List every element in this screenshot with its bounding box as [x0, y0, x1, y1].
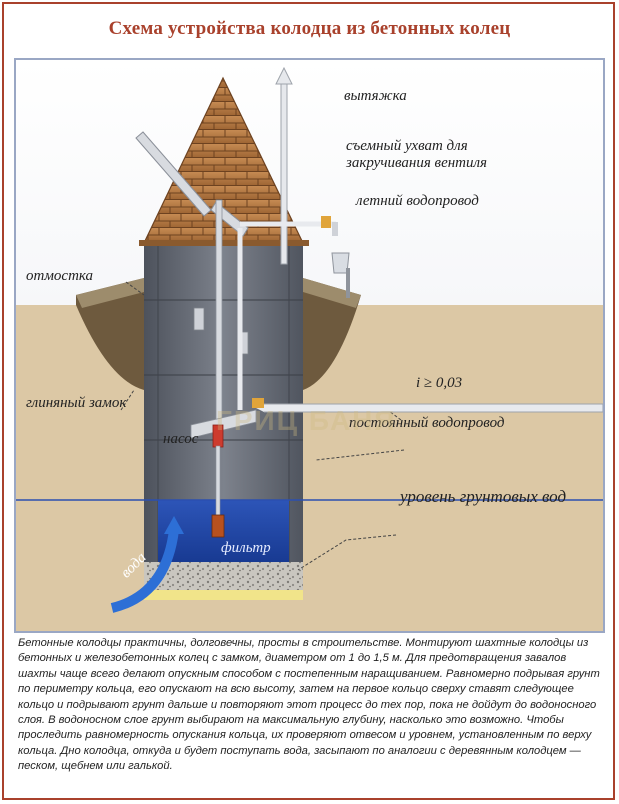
label-filter: фильтр — [221, 540, 271, 556]
blind-area-left — [76, 278, 144, 390]
label-permanent-pipe: постоянный водопровод — [349, 415, 505, 431]
sand-layer — [144, 590, 303, 600]
description-text: Бетонные колодцы практичны, долговечны, … — [18, 637, 600, 773]
label-summer-pipe: летний водопровод — [356, 193, 479, 209]
diagram-panel: вытяжка съемный ухват для закручивания в… — [14, 58, 605, 633]
label-groundwater: уровень грунтовых вод — [400, 487, 567, 506]
label-pump: насос — [163, 431, 199, 447]
label-slope: i ≥ 0,03 — [416, 375, 463, 391]
label-clay-lock: глиняный замок — [26, 395, 127, 411]
label-exhaust: вытяжка — [344, 88, 407, 104]
page-title: Схема устройства колодца из бетонных кол… — [108, 18, 511, 39]
label-grip: съемный ухват для закручивания вентиля — [346, 138, 488, 171]
label-blind-area: отмостка — [26, 268, 94, 284]
exhaust-pipe — [280, 83, 288, 265]
well-diagram — [16, 60, 603, 631]
filter — [211, 514, 225, 538]
gravel-bottom — [144, 562, 303, 590]
watermark: ГРИЦ БАНЯ — [216, 405, 397, 436]
blind-area-right — [303, 278, 361, 390]
water-arrow — [110, 529, 179, 613]
